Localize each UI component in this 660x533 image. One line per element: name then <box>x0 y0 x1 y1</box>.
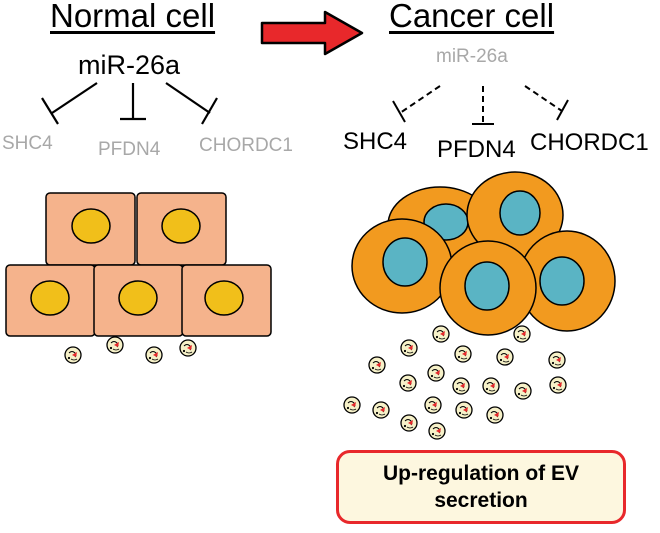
ev-vesicle-icon <box>455 401 473 419</box>
cancer-cell-title: Cancer cell <box>389 0 555 34</box>
cancer-cell <box>466 171 564 259</box>
ev-vesicle-icon <box>452 377 470 395</box>
ev-vesicle-icon <box>399 374 417 392</box>
ev-vesicle-icon <box>64 346 82 364</box>
cancer-cell <box>518 230 616 332</box>
normal-target-shc4: SHC4 <box>2 133 53 154</box>
cancer-inhibition-arrows <box>392 85 569 125</box>
ev-vesicle-icon <box>514 382 532 400</box>
dashed-inhibition-icon <box>472 86 494 125</box>
ev-vesicle-icon <box>424 396 442 414</box>
normal-cell-sheet <box>5 192 272 337</box>
normal-cell <box>181 264 272 337</box>
ev-vesicle-icon <box>400 339 418 357</box>
ev-vesicle-icon <box>106 336 124 354</box>
ev-vesicle-icon <box>482 377 500 395</box>
result-callout-text: Up-regulation of EV secretion <box>383 462 579 512</box>
inhibition-icon <box>41 82 98 125</box>
cancer-ev-group <box>343 325 567 440</box>
ev-vesicle-icon <box>454 345 472 363</box>
normal-ev-group <box>64 336 197 364</box>
normal-mirna-label: miR-26a <box>78 50 181 80</box>
result-callout: Up-regulation of EV secretion <box>336 450 626 524</box>
cancer-target-chordc1: CHORDC1 <box>530 129 649 156</box>
normal-cell <box>93 264 184 337</box>
ev-vesicle-icon <box>179 339 197 357</box>
ev-vesicle-icon <box>400 414 418 432</box>
normal-cell <box>5 264 96 337</box>
ev-vesicle-icon <box>496 348 514 366</box>
normal-cell-title: Normal cell <box>50 0 216 34</box>
normal-cell <box>136 192 227 266</box>
inhibition-icon <box>120 83 146 121</box>
ev-vesicle-icon <box>486 406 504 424</box>
ev-vesicle-icon <box>548 351 566 369</box>
ev-vesicle-icon <box>513 325 531 343</box>
cancer-cell <box>351 218 453 314</box>
ev-vesicle-icon <box>372 401 390 419</box>
ev-vesicle-icon <box>432 325 450 343</box>
normal-inhibition-arrows <box>41 82 218 125</box>
cancer-target-pfdn4: PFDN4 <box>437 136 516 163</box>
inhibition-icon <box>165 82 218 125</box>
cancer-mirna-label: miR-26a <box>436 46 508 67</box>
ev-vesicle-icon <box>549 376 567 394</box>
ev-vesicle-icon <box>368 356 386 374</box>
ev-vesicle-icon <box>145 346 163 364</box>
ev-vesicle-icon <box>427 364 445 382</box>
cancer-cell <box>439 240 537 336</box>
cancer-target-shc4: SHC4 <box>343 128 408 155</box>
dashed-inhibition-icon <box>524 85 569 121</box>
ev-vesicle-icon <box>343 396 361 414</box>
right-arrow-icon <box>260 10 364 56</box>
cancer-cell-cluster <box>351 171 616 336</box>
normal-target-chordc1: CHORDC1 <box>199 135 293 156</box>
ev-vesicle-icon <box>428 422 446 440</box>
normal-target-pfdn4: PFDN4 <box>98 139 161 160</box>
dashed-inhibition-icon <box>392 85 441 123</box>
normal-cell <box>45 192 136 266</box>
